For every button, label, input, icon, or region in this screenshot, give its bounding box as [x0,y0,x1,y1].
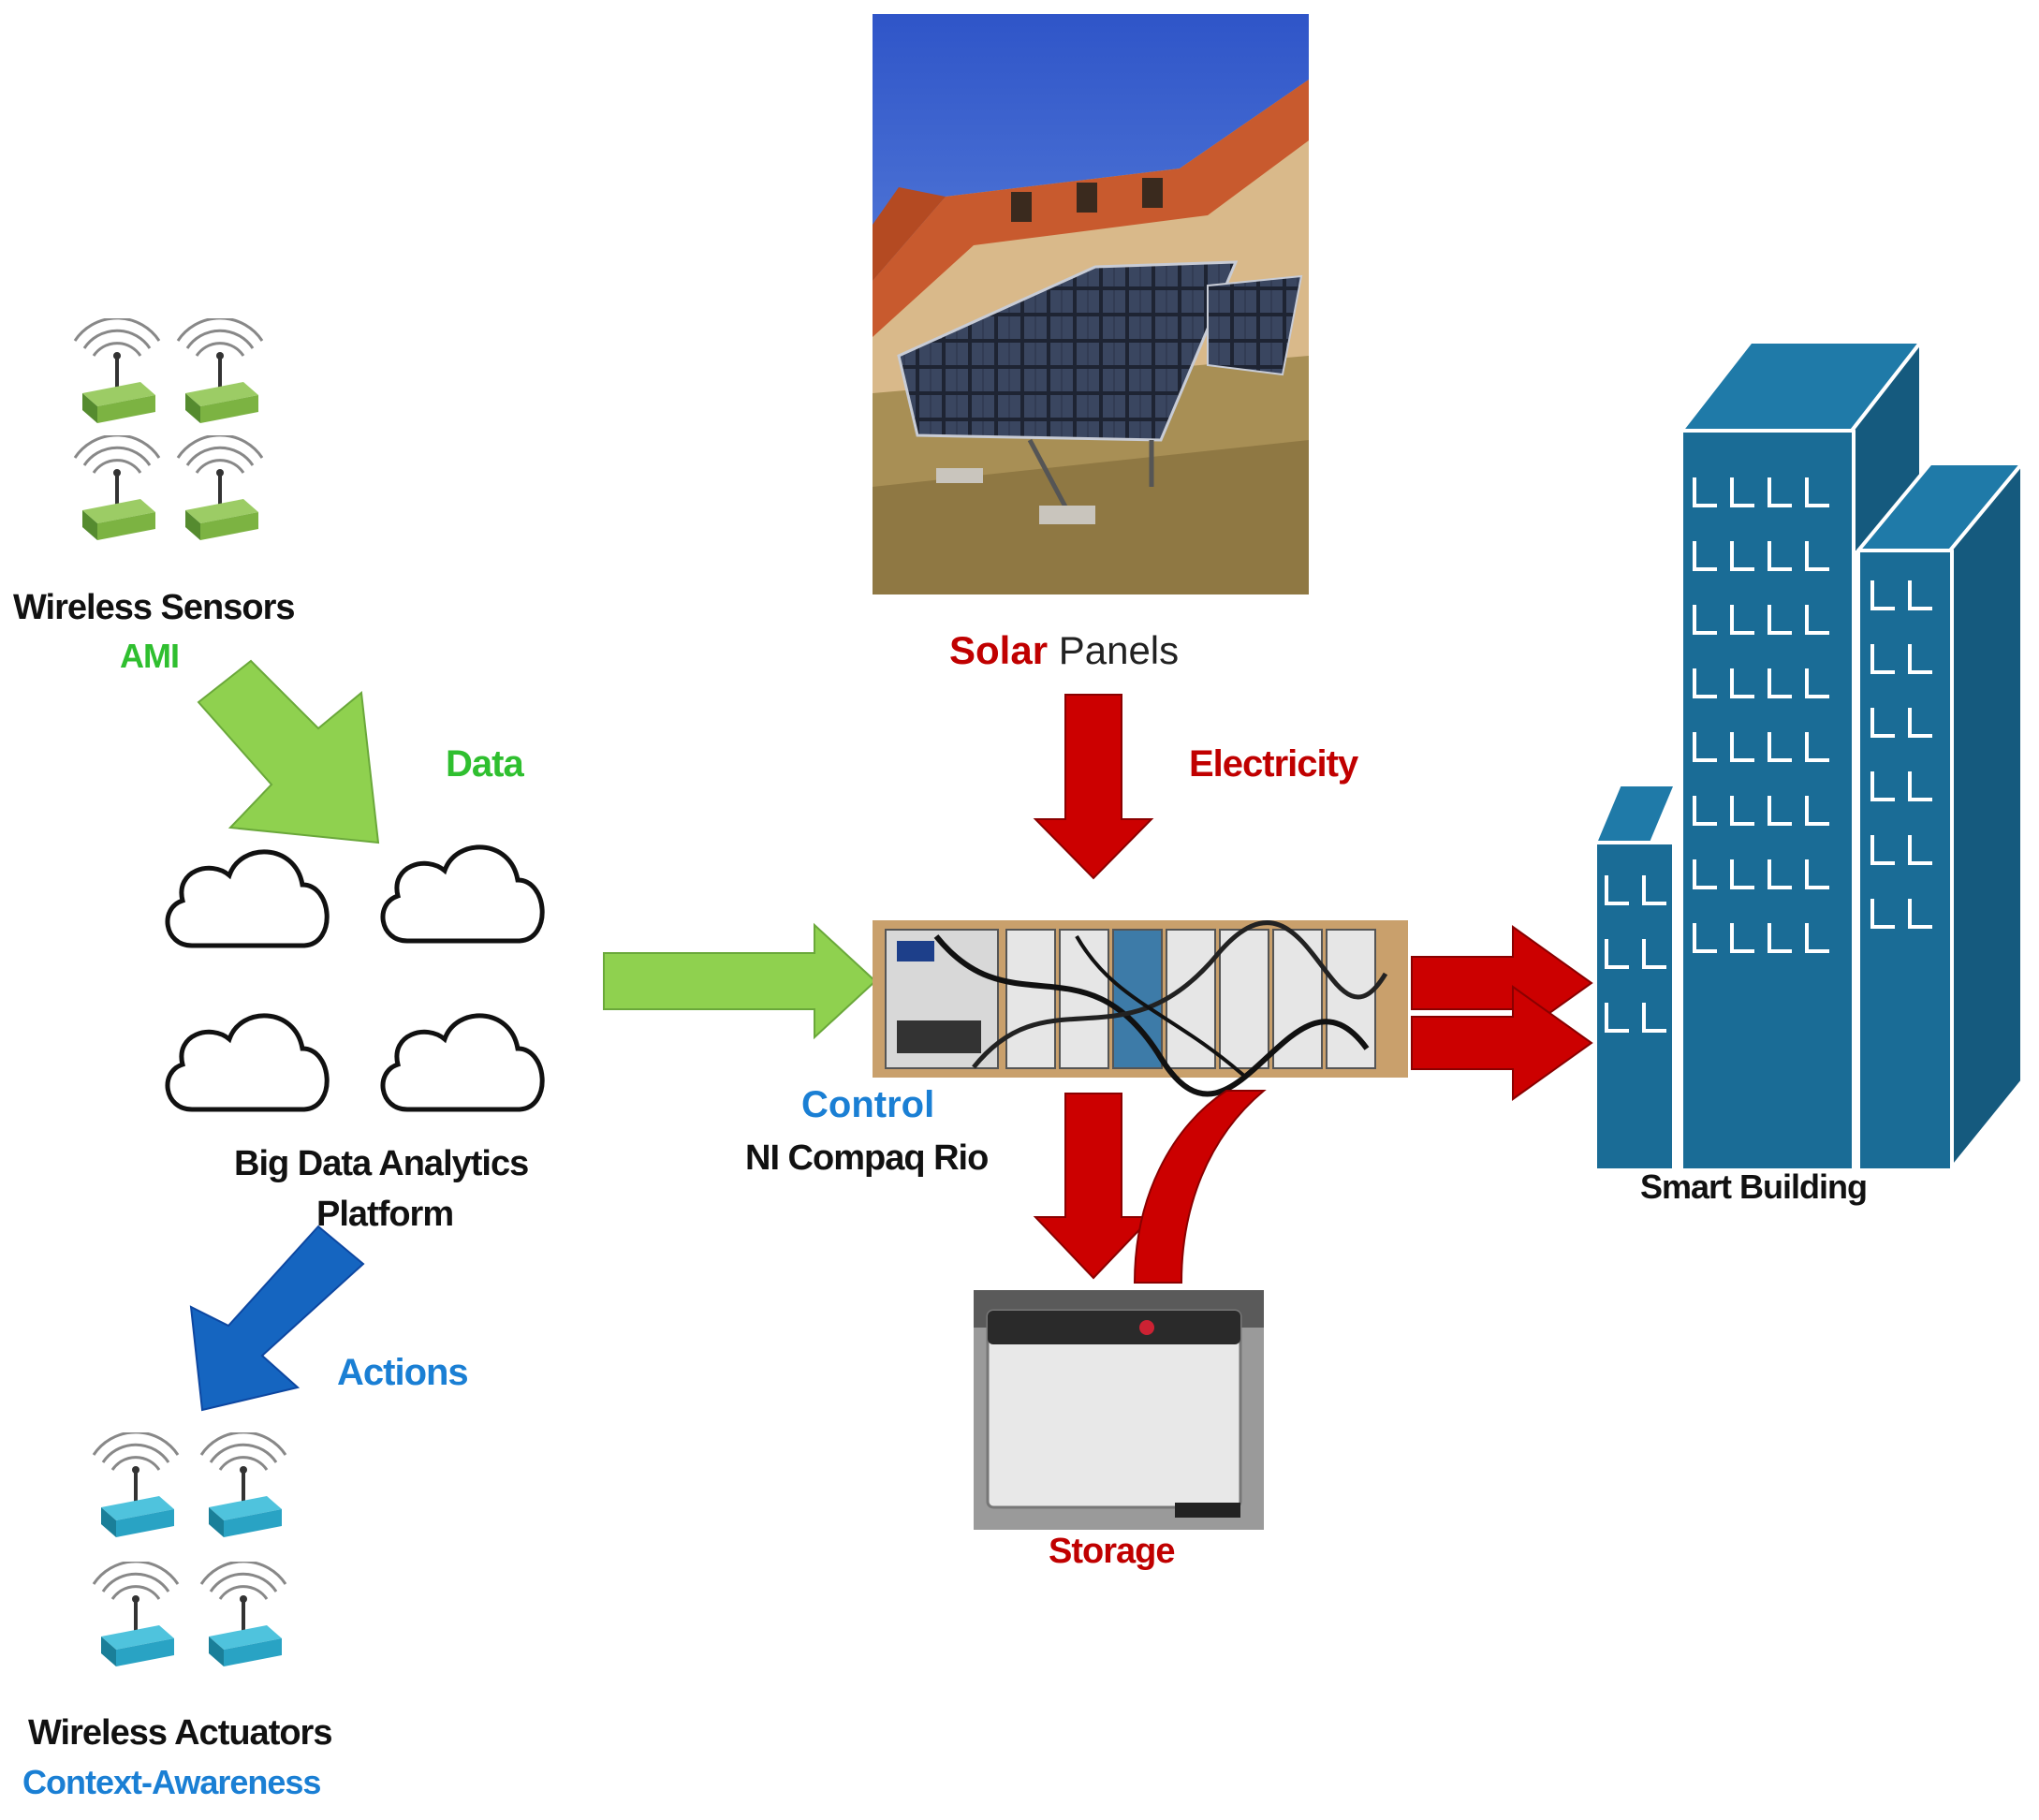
window-mark [1908,708,1932,738]
window-mark [1768,477,1792,507]
electricity-arrow-storage-to-control [1133,1090,1267,1284]
window-mark [1730,859,1754,889]
wireless-sensors-title: Wireless Sensors [13,588,295,627]
wireless-actuators-title: Wireless Actuators [28,1713,332,1753]
window-mark [1693,859,1717,889]
wireless-actuator-icon [199,1562,287,1666]
window-mark [1805,796,1829,826]
window-mark [1768,605,1792,635]
window-mark [1805,541,1829,571]
control-label: Control [801,1084,935,1125]
window-mark [1730,668,1754,698]
window-mark [1693,541,1717,571]
window-mark [1768,859,1792,889]
window-mark [1870,771,1895,801]
platform-title-line2: Platform [316,1195,454,1234]
electricity-arrow-control-to-storage [1033,1093,1154,1280]
smart-building-icon [1593,340,2024,1172]
window-mark [1605,939,1629,969]
solar-label-highlight: Solar [949,628,1049,672]
window-mark [1605,1003,1629,1033]
electricity-label: Electricity [1189,743,1358,785]
smart-building-label: Smart Building [1640,1167,1868,1206]
window-mark [1805,923,1829,953]
window-mark [1730,541,1754,571]
window-mark [1730,477,1754,507]
big-data-platform [168,847,542,1109]
window-mark [1908,644,1932,674]
electricity-arrow-control-to-building-lower [1411,985,1593,1101]
wireless-sensors-group [73,318,264,540]
data-label: Data [446,743,524,785]
window-mark [1805,477,1829,507]
cloud-icon [168,852,327,946]
solar-label-rest: Panels [1058,628,1180,672]
cloud-icon [383,847,542,941]
platform-title-line1: Big Data Analytics [234,1144,529,1183]
window-mark [1693,796,1717,826]
electricity-arrow-solar-to-control [1033,694,1154,880]
window-mark [1805,605,1829,635]
window-mark [1870,708,1895,738]
window-mark [1693,668,1717,698]
window-mark [1908,899,1932,929]
window-mark [1730,605,1754,635]
wireless-sensor-icon [73,318,161,423]
window-mark [1908,580,1932,610]
window-mark [1730,923,1754,953]
window-mark [1805,859,1829,889]
wireless-actuators-subtitle: Context-Awareness [22,1763,321,1801]
window-mark [1768,923,1792,953]
window-mark [1730,796,1754,826]
cloud-icon [383,1016,542,1109]
window-mark [1730,732,1754,762]
wireless-sensor-icon [176,435,264,540]
window-mark [1642,1003,1666,1033]
building-windows [1605,477,1932,1033]
window-mark [1870,899,1895,929]
window-mark [1805,668,1829,698]
window-mark [1768,668,1792,698]
window-mark [1805,732,1829,762]
window-mark [1642,939,1666,969]
data-arrow-platform-to-control [603,922,877,1040]
window-mark [1768,796,1792,826]
wireless-actuator-icon [92,1562,180,1666]
data-arrow-sensors-to-platform [197,659,380,844]
actions-label: Actions [337,1352,469,1393]
wireless-sensors-subtitle: AMI [120,637,180,675]
window-mark [1870,835,1895,865]
window-mark [1605,875,1629,905]
window-mark [1693,732,1717,762]
window-mark [1693,605,1717,635]
window-mark [1693,477,1717,507]
ni-compaq-rio-photo [873,920,1408,1097]
actions-arrow [189,1225,365,1412]
control-device-label: NI Compaq Rio [745,1138,989,1178]
wireless-sensor-icon [73,435,161,540]
window-mark [1908,771,1932,801]
window-mark [1768,732,1792,762]
cloud-icon [168,1016,327,1109]
wireless-actuator-icon [199,1432,287,1537]
window-mark [1693,923,1717,953]
window-mark [1768,541,1792,571]
window-mark [1642,875,1666,905]
window-mark [1908,835,1932,865]
wireless-actuators-group [92,1432,287,1666]
solar-panels-photo [873,14,1309,594]
storage-battery-photo [974,1290,1264,1530]
window-mark [1870,580,1895,610]
storage-label: Storage [1049,1532,1175,1571]
wireless-sensor-icon [176,318,264,423]
solar-panels-label: Solar Panels [949,631,1179,670]
wireless-actuator-icon [92,1432,180,1537]
window-mark [1870,644,1895,674]
